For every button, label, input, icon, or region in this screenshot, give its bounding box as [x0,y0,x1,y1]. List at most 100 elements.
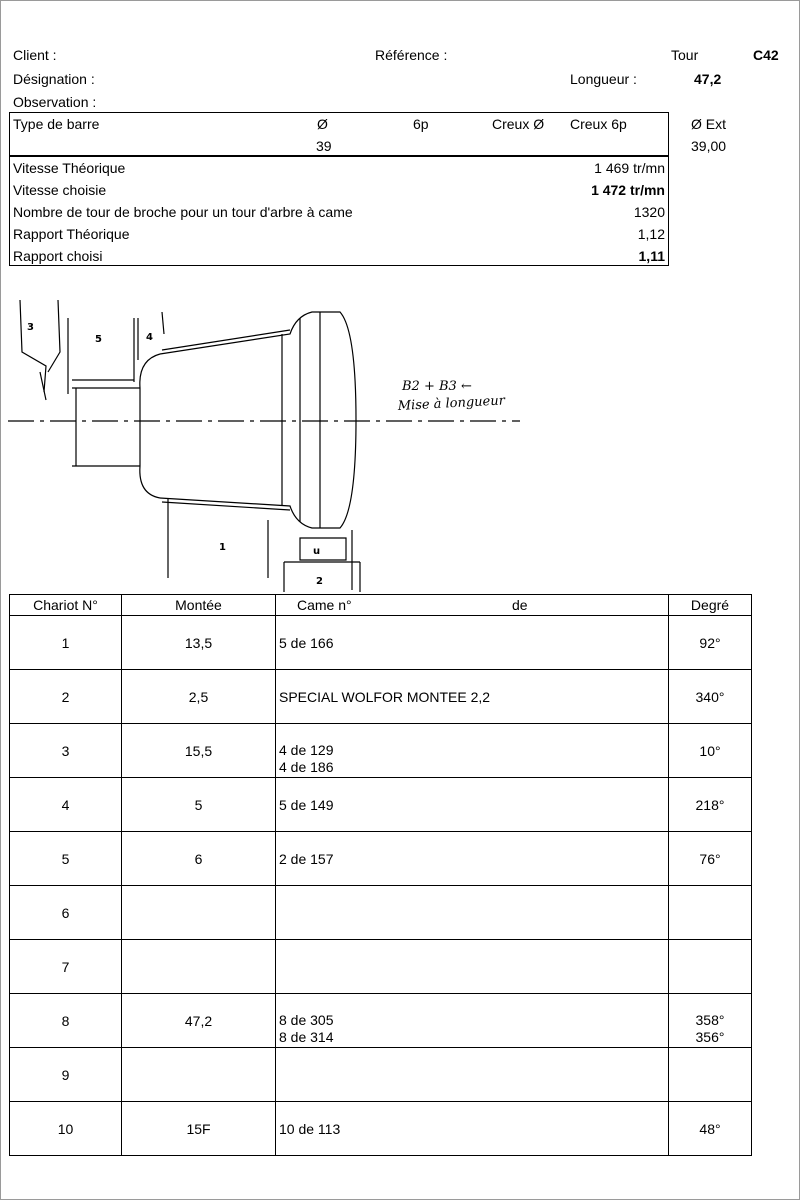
diameter-value: 39 [316,138,332,154]
degre-value [668,885,752,940]
table-row: 4 5 5 de 149 218° [9,777,752,832]
came-cell: 8 de 305 8 de 314 [275,993,669,1048]
reference-label: Référence : [375,47,448,63]
longueur-label: Longueur : [570,71,637,87]
sketch-label-1: 1 [219,542,226,553]
tour-label: Tour [671,47,699,63]
came-cell: 4 de 129 4 de 186 [275,723,669,778]
ratio-theoretical-label: Rapport Théorique [13,226,130,242]
degre-value-line1: 358° [695,1011,725,1028]
sketch-note-line1: B2 + B3 ← [401,379,472,394]
montee-value: 47,2 [121,993,276,1048]
degre-value [668,1047,752,1102]
designation-label: Désignation : [13,71,95,87]
degre-cell: 358° 356° [668,993,752,1048]
spindle-turns-value: 1320 [633,204,665,220]
montee-value: 2,5 [121,669,276,724]
montee-value [121,939,276,994]
chariot-number: 6 [9,885,122,940]
table-row: 5 6 2 de 157 76° [9,831,752,886]
six-p-label: 6p [413,116,429,132]
table-row: 10 15F 10 de 113 48° [9,1101,752,1156]
chariot-number: 5 [9,831,122,886]
degre-value: 76° [668,831,752,886]
sketch-note-line2: Mise à longueur [396,393,506,414]
came-value [275,939,669,994]
came-value: SPECIAL WOLFOR MONTEE 2,2 [275,669,669,724]
bar-type-box [9,112,669,156]
spindle-turns-label: Nombre de tour de broche pour un tour d'… [13,204,353,220]
creux-diameter-label: Creux Ø [492,116,545,132]
degre-value [668,939,752,994]
observation-label: Observation : [13,94,97,110]
chariot-table: Chariot N° Montée Came n° de Degré 1 13,… [9,594,752,1156]
part-sketch: 3 5 4 1 u 2 B2 + B3 ← Mise à longueur [8,299,520,592]
montee-value [121,885,276,940]
degre-value: 218° [668,777,752,832]
degre-value: 92° [668,615,752,670]
sketch-label-3: 3 [27,322,34,333]
ext-diameter-value: 39,00 [691,138,727,154]
longueur-value: 47,2 [694,71,722,87]
came-value [275,1047,669,1102]
montee-value: 5 [121,777,276,832]
diameter-label: Ø [317,116,328,132]
came-value-line1: 4 de 129 [279,741,334,758]
montee-value: 15,5 [121,723,276,778]
sketch-label-5: 5 [95,334,102,345]
sketch-label-4: 4 [146,332,153,343]
degre-value: 10° [668,723,752,778]
chariot-number: 2 [9,669,122,724]
table-row: 2 2,5 SPECIAL WOLFOR MONTEE 2,2 340° [9,669,752,724]
header-de-label: de [512,597,528,613]
bar-type-label: Type de barre [13,116,100,132]
chariot-number: 1 [9,615,122,670]
chariot-number: 8 [9,993,122,1048]
header-came: Came n° de [275,594,669,616]
came-value-line2: 4 de 186 [279,758,334,775]
ratio-theoretical-value: 1,12 [637,226,665,242]
header-degre: Degré [668,594,752,616]
table-row: 6 [9,885,752,940]
speed-chosen-label: Vitesse choisie [13,182,107,198]
table-header-row: Chariot N° Montée Came n° de Degré [9,594,752,616]
came-value: 5 de 166 [275,615,669,670]
montee-value [121,1047,276,1102]
sketch-label-2: 2 [316,576,323,587]
degre-value: 340° [668,669,752,724]
came-value-line1: 8 de 305 [279,1011,334,1028]
table-row: 7 [9,939,752,994]
montee-value: 15F [121,1101,276,1156]
header-came-label: Came n° [297,597,352,613]
table-row: 1 13,5 5 de 166 92° [9,615,752,670]
header-chariot: Chariot N° [9,594,122,616]
chariot-number: 7 [9,939,122,994]
speeds-box [9,156,669,266]
chariot-number: 9 [9,1047,122,1102]
client-label: Client : [13,47,57,63]
ext-diameter-label: Ø Ext [691,116,727,132]
speed-theoretical-value: 1 469 tr/mn [594,160,665,176]
creux-6p-label: Creux 6p [570,116,627,132]
degre-value-line2: 356° [695,1028,725,1045]
chariot-number: 3 [9,723,122,778]
table-row: 9 [9,1047,752,1102]
table-row: 8 47,2 8 de 305 8 de 314 358° 356° [9,993,752,1048]
header-montee: Montée [121,594,276,616]
sketch-label-u: u [313,546,320,557]
came-value: 2 de 157 [275,831,669,886]
came-value-line2: 8 de 314 [279,1028,334,1045]
chariot-number: 4 [9,777,122,832]
came-value [275,885,669,940]
ratio-chosen-value: 1,11 [638,248,665,264]
degre-value: 48° [668,1101,752,1156]
table-row: 3 15,5 4 de 129 4 de 186 10° [9,723,752,778]
tour-value: C42 [753,47,779,63]
speed-chosen-value: 1 472 tr/mn [591,182,665,198]
chariot-number: 10 [9,1101,122,1156]
montee-value: 13,5 [121,615,276,670]
speed-theoretical-label: Vitesse Théorique [13,160,126,176]
came-value: 5 de 149 [275,777,669,832]
ratio-chosen-label: Rapport choisi [13,248,103,264]
came-value: 10 de 113 [275,1101,669,1156]
